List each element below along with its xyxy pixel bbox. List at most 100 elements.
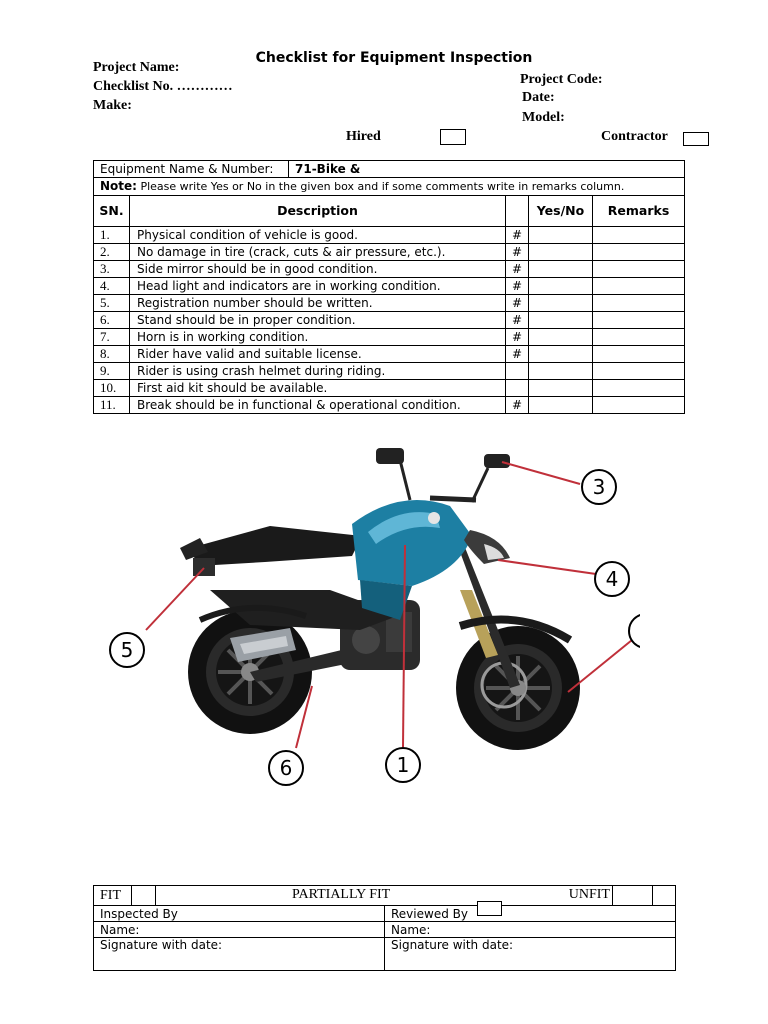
row-yes-no-cell[interactable] <box>528 260 593 278</box>
callout-leaders <box>145 461 633 749</box>
equipment-label: Equipment Name & Number: <box>95 161 289 177</box>
callout-3-label: 3 <box>593 475 606 499</box>
row-sn: 6. <box>93 311 130 329</box>
row-sn: 9. <box>93 362 130 380</box>
callout-4: 4 <box>594 561 630 597</box>
row-yes-no-cell[interactable] <box>528 379 593 397</box>
inspected-by-label: Inspected By <box>93 905 385 922</box>
row-sn: 4. <box>93 277 130 295</box>
row-mark: # <box>505 277 529 295</box>
row-description: Horn is in working condition. <box>129 328 506 346</box>
row-yes-no-cell[interactable] <box>528 345 593 363</box>
table-row: 3.Side mirror should be in good conditio… <box>93 260 686 278</box>
inspection-footer: FIT PARTIALLY FIT UNFIT Inspected By Rev… <box>93 885 676 971</box>
row-sn: 10. <box>93 379 130 397</box>
callout-5-label: 5 <box>121 638 134 662</box>
row-description: First aid kit should be available. <box>129 379 506 397</box>
row-mark: # <box>505 396 529 414</box>
note-text: Please write Yes or No in the given box … <box>136 180 625 193</box>
row-remarks-cell[interactable] <box>591 277 686 295</box>
hired-checkbox[interactable] <box>440 129 466 145</box>
checklist-no-label: Checklist No. ………… <box>93 79 233 94</box>
row-description: Rider is using crash helmet during ridin… <box>129 362 506 380</box>
reviewer-signature-field[interactable]: Signature with date: <box>384 937 676 971</box>
callout-1: 1 <box>385 747 421 783</box>
partially-fit-checkbox[interactable] <box>477 901 502 916</box>
description-header: Description <box>129 195 506 227</box>
row-mark: # <box>505 311 529 329</box>
unfit-label: UNFIT <box>568 887 610 902</box>
date-label: Date: <box>522 90 555 105</box>
row-remarks-cell[interactable] <box>591 311 686 329</box>
callout-6: 6 <box>268 750 304 786</box>
row-remarks-cell[interactable] <box>591 226 686 244</box>
row-mark: # <box>505 226 529 244</box>
equipment-row: Equipment Name & Number: 71-Bike & <box>92 160 686 178</box>
inspector-signature-field[interactable]: Signature with date: <box>93 937 385 971</box>
row-yes-no-cell[interactable] <box>528 311 593 329</box>
make-label: Make: <box>93 98 132 113</box>
row-description: Registration number should be written. <box>129 294 506 312</box>
row-remarks-cell[interactable] <box>591 362 686 380</box>
row-mark: # <box>505 345 529 363</box>
row-sn: 3. <box>93 260 130 278</box>
sn-header: SN. <box>93 195 130 227</box>
row-mark: # <box>505 294 529 312</box>
callout-5: 5 <box>109 632 145 668</box>
row-sn: 8. <box>93 345 130 363</box>
checklist-table: Equipment Name & Number:71-Bike & Note: … <box>92 160 686 414</box>
row-yes-no-cell[interactable] <box>528 226 593 244</box>
callout-6-label: 6 <box>280 756 293 780</box>
table-row: 5.Registration number should be written.… <box>93 294 686 312</box>
equipment-value[interactable]: 71-Bike & <box>295 162 361 176</box>
row-description: No damage in tire (crack, cuts & air pre… <box>129 243 506 261</box>
table-row: 1.Physical condition of vehicle is good.… <box>93 226 686 244</box>
row-yes-no-cell[interactable] <box>528 396 593 414</box>
project-code-label: Project Code: <box>520 72 603 87</box>
model-label: Model: <box>522 110 565 125</box>
row-mark <box>505 362 529 380</box>
row-remarks-cell[interactable] <box>591 379 686 397</box>
table-row: 10.First aid kit should be available. <box>93 379 686 397</box>
row-yes-no-cell[interactable] <box>528 362 593 380</box>
row-description: Head light and indicators are in working… <box>129 277 506 295</box>
row-mark <box>505 379 529 397</box>
row-description: Physical condition of vehicle is good. <box>129 226 506 244</box>
callout-2: 2 <box>628 614 640 648</box>
table-row: 8.Rider have valid and suitable license.… <box>93 345 686 363</box>
document-title: Checklist for Equipment Inspection <box>255 50 533 66</box>
row-yes-no-cell[interactable] <box>528 294 593 312</box>
row-yes-no-cell[interactable] <box>528 328 593 346</box>
row-yes-no-cell[interactable] <box>528 277 593 295</box>
table-row: 11.Break should be in functional & opera… <box>93 396 686 414</box>
project-name-label: Project Name: <box>93 60 180 75</box>
callout-1-label: 1 <box>397 753 410 777</box>
callout-4-label: 4 <box>606 567 619 591</box>
fit-checkbox[interactable] <box>131 885 156 906</box>
row-remarks-cell[interactable] <box>591 328 686 346</box>
hired-label: Hired <box>346 129 381 144</box>
reviewed-by-label: Reviewed By <box>384 905 676 922</box>
table-row: 4.Head light and indicators are in worki… <box>93 277 686 295</box>
row-remarks-cell[interactable] <box>591 260 686 278</box>
reviewer-name-field[interactable]: Name: <box>384 921 676 938</box>
table-row: 9.Rider is using crash helmet during rid… <box>93 362 686 380</box>
row-sn: 5. <box>93 294 130 312</box>
row-sn: 11. <box>93 396 130 414</box>
row-mark: # <box>505 328 529 346</box>
mark-header <box>505 195 529 227</box>
contractor-checkbox[interactable] <box>683 132 709 146</box>
unfit-checkbox[interactable] <box>652 885 676 906</box>
table-row: 2.No damage in tire (crack, cuts & air p… <box>93 243 686 261</box>
row-remarks-cell[interactable] <box>591 294 686 312</box>
row-yes-no-cell[interactable] <box>528 243 593 261</box>
row-remarks-cell[interactable] <box>591 243 686 261</box>
table-row: 7.Horn is in working condition.# <box>93 328 686 346</box>
callout-3: 3 <box>581 469 617 505</box>
row-description: Side mirror should be in good condition. <box>129 260 506 278</box>
note-label: Note: <box>100 179 137 193</box>
inspector-name-field[interactable]: Name: <box>93 921 385 938</box>
row-remarks-cell[interactable] <box>591 396 686 414</box>
fit-label: FIT <box>93 885 132 906</box>
row-remarks-cell[interactable] <box>591 345 686 363</box>
